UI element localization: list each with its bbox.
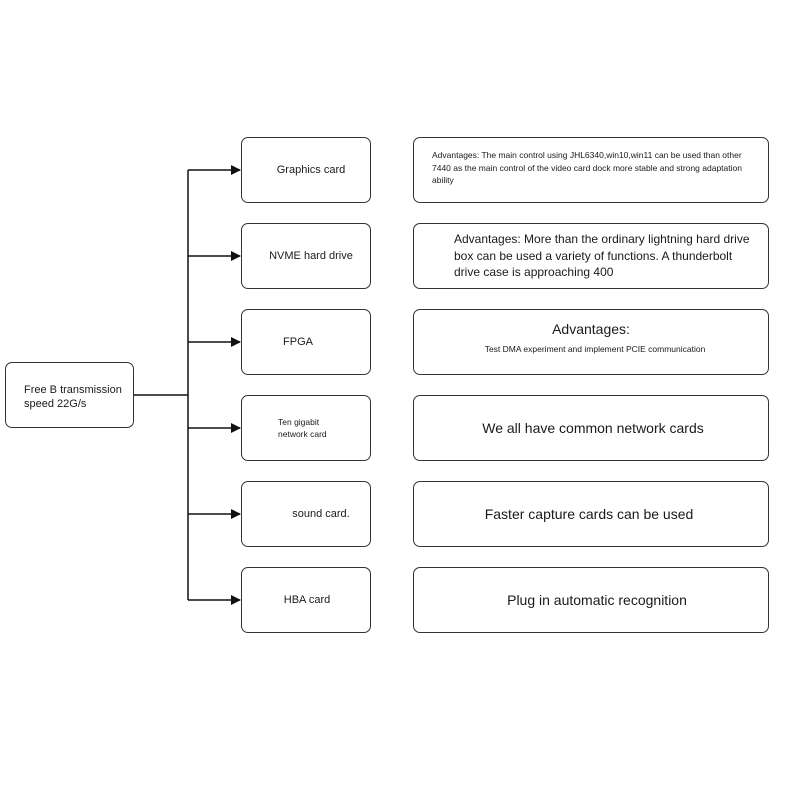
device-label-line1: Ten gigabit [278,417,320,427]
description-text: Faster capture cards can be used [484,506,694,522]
device-node-nvme-hard-drive: NVME hard drive [241,223,371,289]
device-label-line2: network card [278,429,327,439]
device-node-sound-card: sound card. [241,481,371,547]
description-detail: Test DMA experiment and implement PCIE c… [484,344,706,354]
description-box-graphics-card: Advantages: The main control using JHL63… [413,137,769,203]
device-node-fpga: FPGA [241,309,371,375]
device-node-ten-gigabit-network-card: Ten gigabit network card [241,395,371,461]
description-text: Advantages: More than the ordinary light… [454,232,750,279]
root-label-line1: Free B transmission [24,384,122,396]
device-label: Graphics card [276,164,346,176]
description-text: We all have common network cards [482,420,704,436]
description-title: Advantages: [552,321,630,337]
device-label: NVME hard drive [269,250,353,262]
device-node-hba-card: HBA card [241,567,371,633]
root-label-line2: speed 22G/s [24,398,87,410]
description-text: Plug in automatic recognition [507,592,687,608]
description-box-network-card: We all have common network cards [413,395,769,461]
root-node: Free B transmission speed 22G/s [5,362,134,428]
device-label: sound card. [292,508,350,520]
description-box-nvme: Advantages: More than the ordinary light… [413,223,769,289]
description-text: Advantages: The main control using JHL63… [432,150,742,185]
device-label: FPGA [283,336,313,348]
device-node-graphics-card: Graphics card [241,137,371,203]
device-label: HBA card [283,594,331,606]
description-box-fpga: Advantages: Test DMA experiment and impl… [413,309,769,375]
description-box-hba-card: Plug in automatic recognition [413,567,769,633]
description-box-sound-card: Faster capture cards can be used [413,481,769,547]
